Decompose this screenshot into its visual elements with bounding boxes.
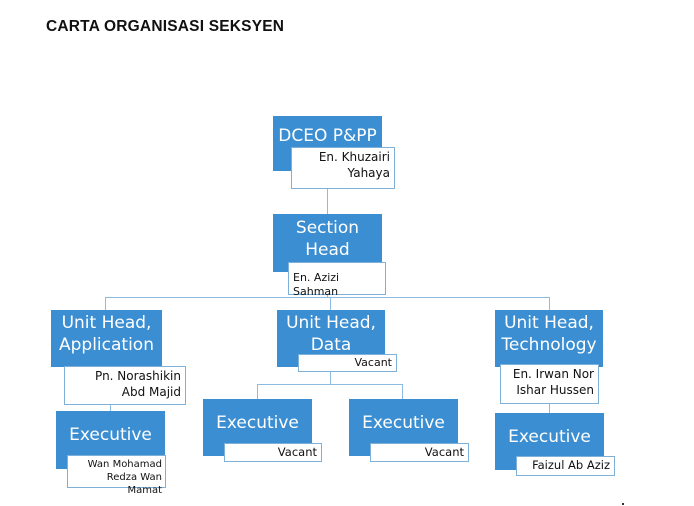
- node-exec-data-2-name: Vacant: [370, 443, 469, 462]
- stray-dot: [622, 503, 624, 505]
- node-dceo-name: En. Khuzairi Yahaya: [291, 147, 395, 189]
- node-unit-application: Unit Head, Application: [51, 310, 162, 367]
- node-unit-data-name: Vacant: [298, 354, 397, 372]
- node-section-head-name: En. Azizi Sahman: [288, 262, 386, 298]
- node-unit-technology: Unit Head, Technology: [495, 310, 603, 367]
- node-unit-application-name: Pn. Norashikin Abd Majid: [64, 366, 186, 405]
- node-exec-technology-name: Faizul Ab Aziz: [516, 456, 615, 476]
- node-section-head-role-1: Section: [295, 218, 360, 238]
- node-exec-application-name: Wan Mohamad Redza Wan Mamat: [67, 455, 166, 496]
- chart-title: CARTA ORGANISASI SEKSYEN: [46, 18, 285, 35]
- node-unit-technology-name: En. Irwan Nor Ishar Hussen: [500, 364, 599, 404]
- node-section-head-role-2: Head: [305, 240, 350, 260]
- node-exec-data-1-name: Vacant: [224, 443, 322, 462]
- node-dceo-role: DCEO P&PP: [278, 126, 377, 146]
